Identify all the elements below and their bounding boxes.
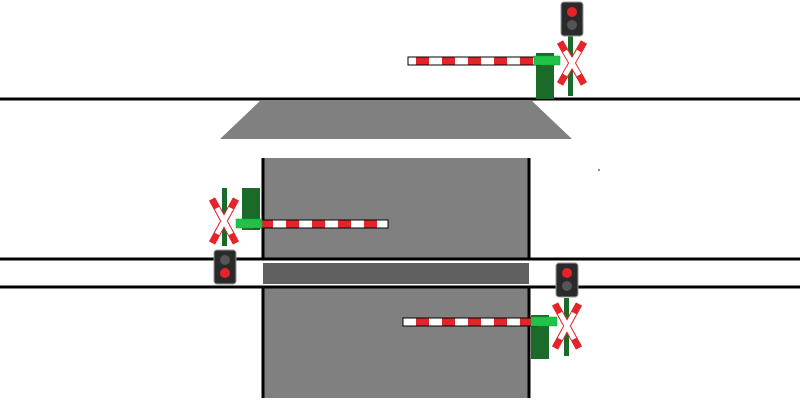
stray-dot xyxy=(598,169,600,171)
barrier-hinge xyxy=(530,316,558,327)
lamp-upper xyxy=(567,7,577,17)
road-ramp xyxy=(220,100,572,139)
lamp-lower xyxy=(562,281,572,291)
lamp-upper xyxy=(562,268,572,278)
traffic-signal xyxy=(213,249,237,285)
crossing-assembly-north xyxy=(407,1,588,99)
barrier-arm xyxy=(407,56,543,66)
crossing-assembly-south xyxy=(402,262,583,359)
barrier-arm xyxy=(253,219,389,229)
crossbuck-sign xyxy=(551,302,583,350)
barrier-hinge xyxy=(235,218,263,229)
crossing-assembly-west xyxy=(208,188,389,285)
traffic-signal xyxy=(555,262,579,298)
crossbuck-sign xyxy=(556,40,588,86)
lamp-upper xyxy=(220,255,230,265)
barrier-arm xyxy=(402,317,538,327)
barrier-hinge xyxy=(533,55,561,66)
lamp-lower xyxy=(567,20,577,30)
traffic-signal xyxy=(560,1,584,37)
crossbuck-sign xyxy=(208,197,240,245)
track-crossing-gap xyxy=(263,263,529,284)
lamp-lower xyxy=(220,268,230,278)
